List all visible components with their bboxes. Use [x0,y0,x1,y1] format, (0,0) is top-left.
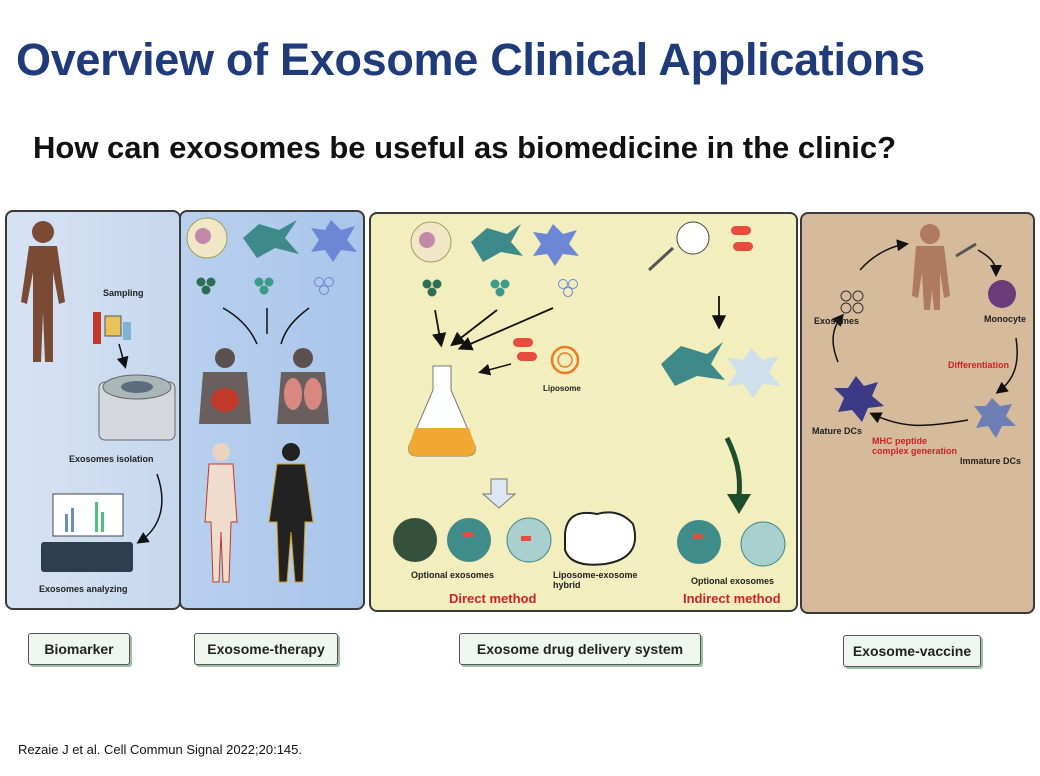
drug-capsules-icon [513,338,537,361]
panel-exosome-vaccine: Exosomes Monocyte Differentiation Mature… [800,212,1035,614]
liposome-exosome-hybrid-icon [564,511,637,566]
exosome-clusters-icon [422,279,578,297]
panel-biomarker: Sampling Exosomes isolation Exosomes ana… [5,210,181,610]
optional-exosomes-indirect-label: Optional exosomes [691,576,775,586]
direct-method-label: Direct method [449,591,537,606]
stem-cell-icon [186,217,228,259]
page-title: Overview of Exosome Clinical Application… [16,34,925,85]
mature-dc-icon [834,376,884,422]
exosomes-label: Exosomes [814,316,860,326]
exosomes-isolation-label: Exosomes isolation [69,454,154,464]
panel-exosome-therapy [179,210,365,610]
exosome-vaccine-label: Exosome-vaccine [843,635,981,667]
syringe-icon [955,242,977,258]
organs-torso-icon [199,348,329,424]
monocyte-label: Monocyte [984,314,1027,324]
citation: Rezaie J et al. Cell Commun Signal 2022;… [18,742,302,757]
fibroblast-cell-icon [661,342,725,386]
stem-cell-icon [410,221,452,263]
exosome-clusters-icon [196,277,334,295]
nervous-body-icon [268,443,314,583]
flask-icon [408,365,476,457]
human-figure-icon [912,224,950,310]
page-subtitle: How can exosomes be useful as biomedicin… [33,130,897,165]
exosomes-analyzing-label: Exosomes analyzing [39,584,128,594]
optional-exosomes-indirect-icon [677,520,786,567]
panel-drug-delivery: Liposome Optional exosomes Liposome-exos… [369,212,798,612]
fibroblast-cell-icon [471,224,523,262]
therapy-illustration [186,217,357,583]
dendritic-cell-icon [533,224,579,266]
mature-dcs-label: Mature DCs [812,426,863,436]
biomarker-label: Biomarker [28,633,130,665]
immature-dcs-label: Immature DCs [960,456,1022,466]
fibroblast-cell-icon [243,220,299,258]
liposome-label: Liposome [543,384,581,393]
exosome-therapy-label: Exosome-therapy [194,633,338,665]
delivery-illustration [393,221,786,567]
dendritic-cell-icon [727,348,781,398]
dendritic-cell-icon [311,220,357,262]
vaccine-illustration [831,224,1018,438]
sampling-label: Sampling [103,288,144,298]
vascular-body-icon [204,443,238,583]
differentiation-label: Differentiation [948,360,1010,370]
optional-exosomes-direct-label: Optional exosomes [411,570,495,580]
syringe-icon [647,221,710,272]
human-figure-icon [21,221,65,362]
sample-tubes-icon [93,312,131,344]
mhc-label: MHC peptide complex generation [872,436,958,456]
optional-exosomes-direct-icon [393,517,552,563]
exosome-drug-delivery-label: Exosome drug delivery system [459,633,701,665]
liposome-icon [550,345,580,375]
hybrid-label: Liposome-exosome hybrid [553,570,638,590]
monocyte-cell-icon [988,280,1016,308]
exosomes-icon [840,290,864,314]
biomarker-illustration [21,221,176,572]
indirect-method-label: Indirect method [683,591,781,606]
immature-dc-icon [974,398,1016,438]
centrifuge-icon [98,374,176,441]
analyzer-icon [41,493,133,572]
